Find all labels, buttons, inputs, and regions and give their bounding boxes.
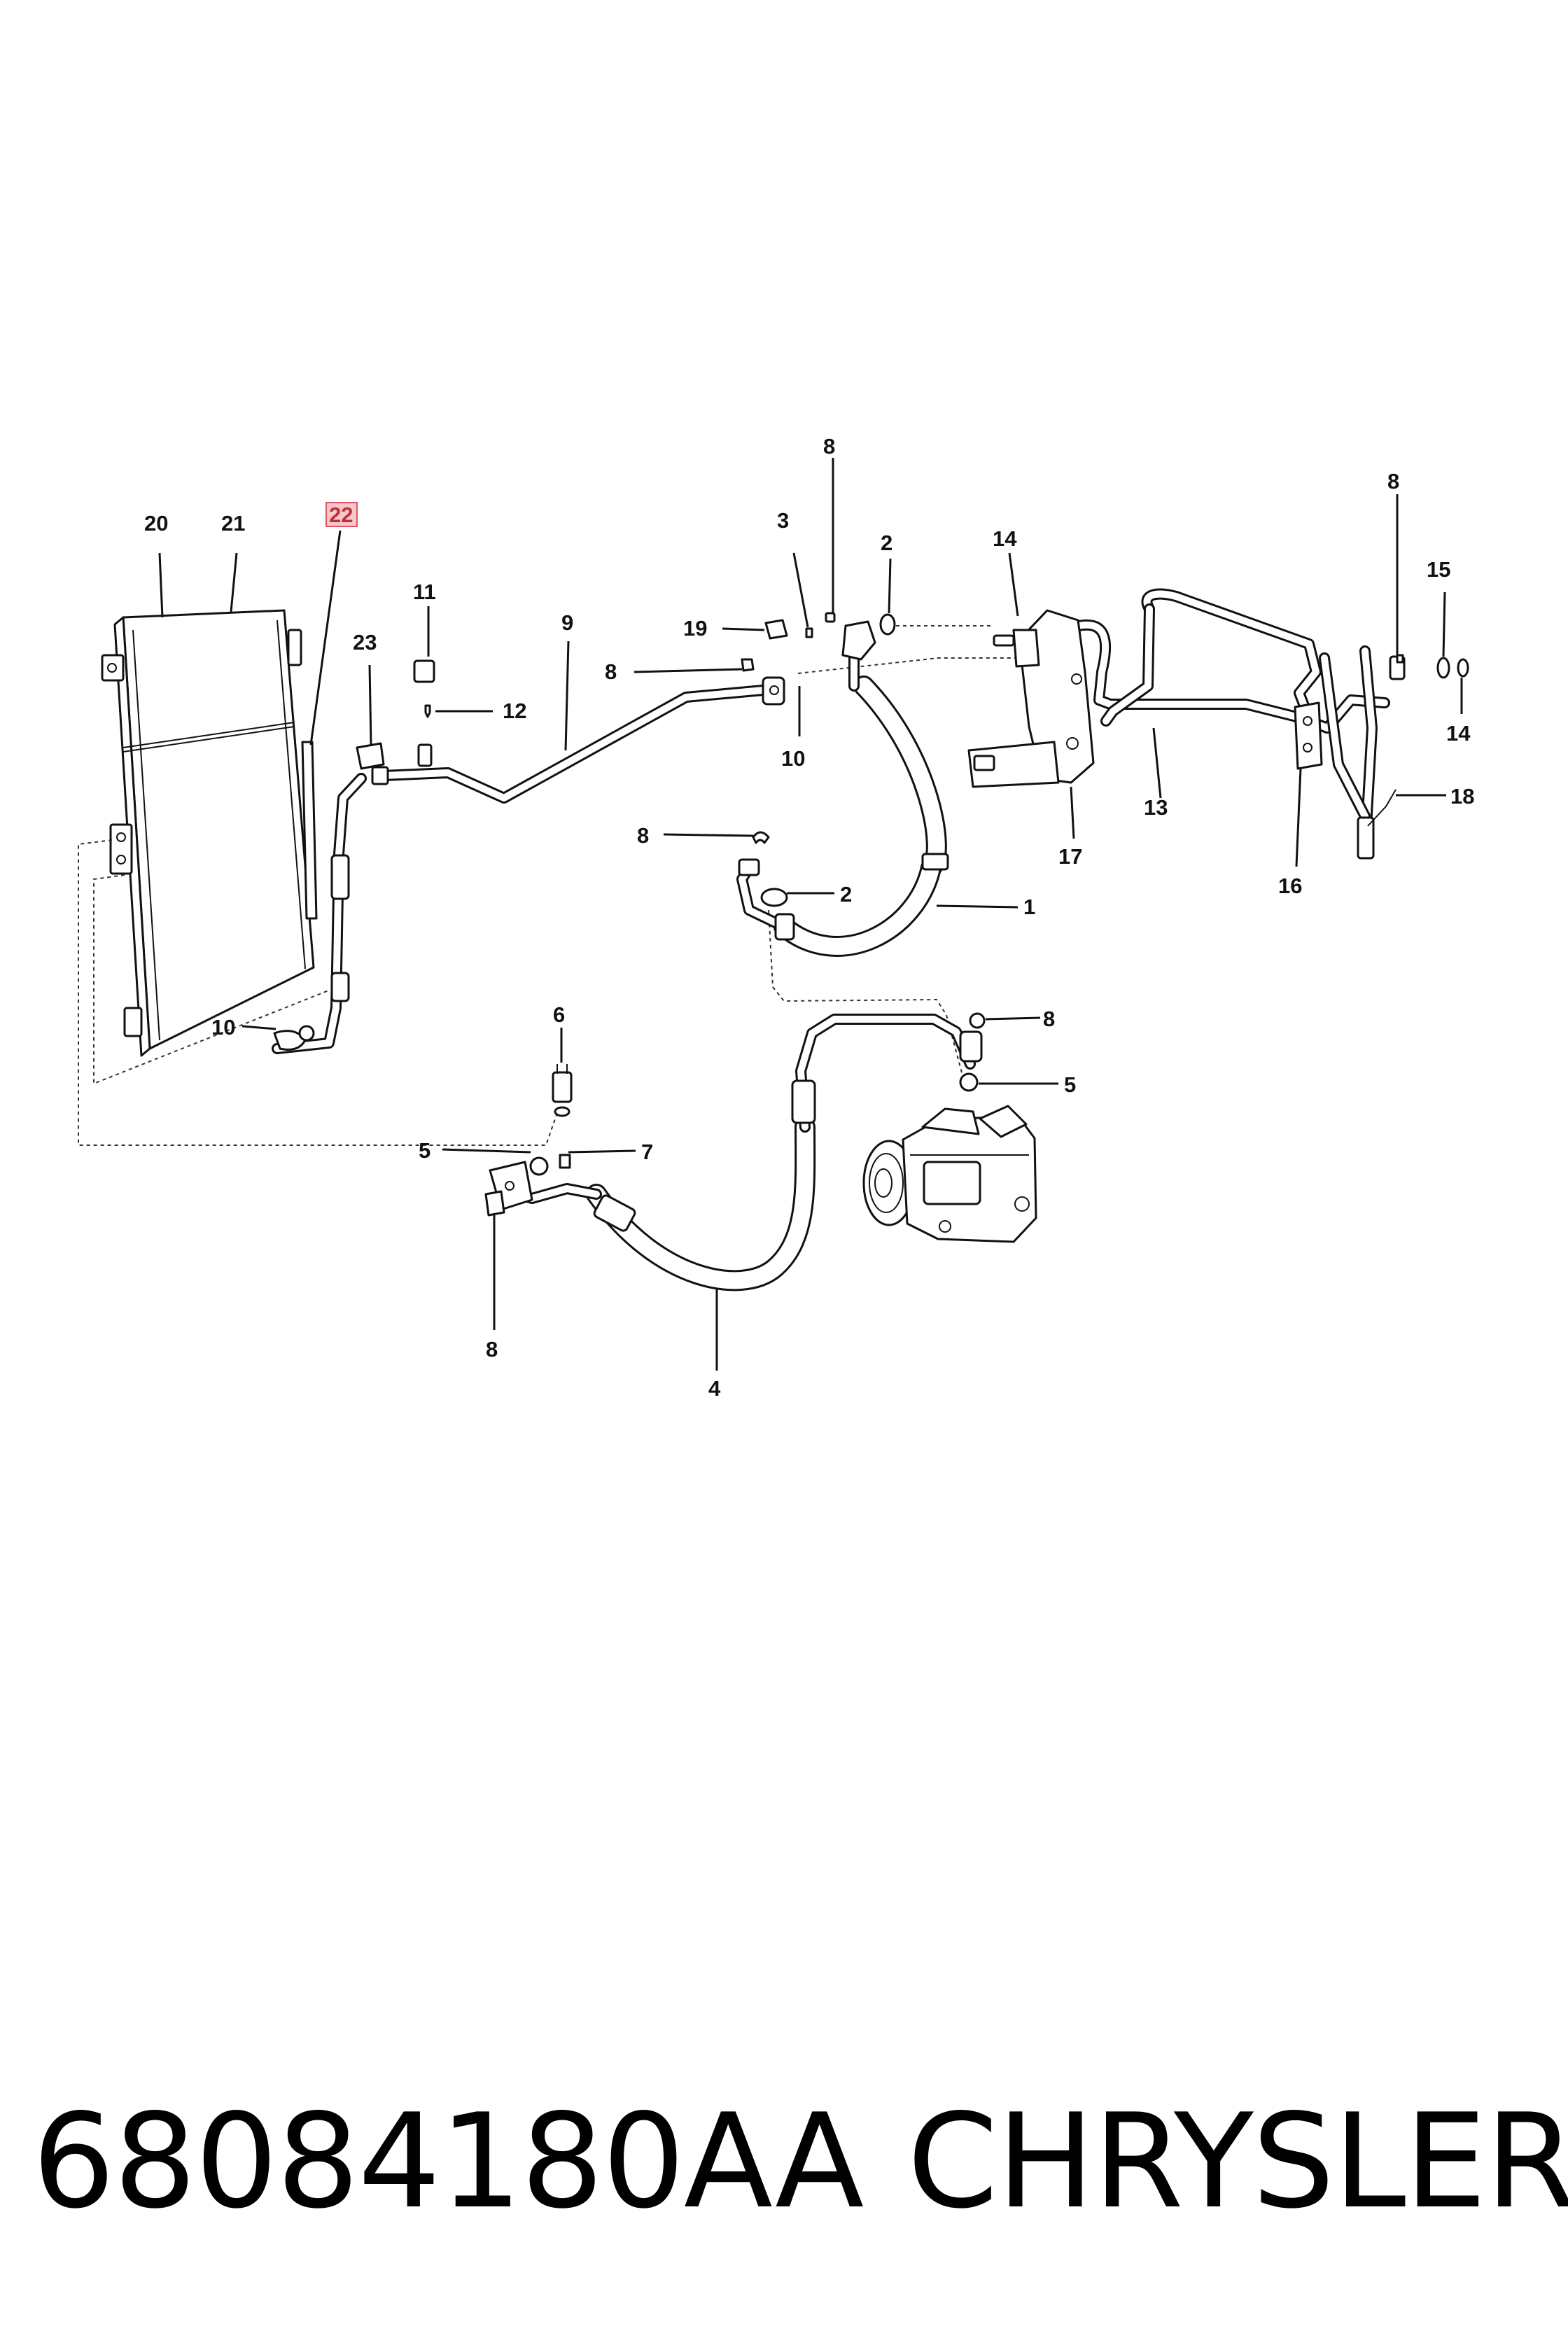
nut-8-top [825, 612, 836, 623]
routing-path-left [78, 839, 558, 1146]
callout-23: 23 [353, 630, 377, 654]
clip-8-hose [752, 831, 770, 844]
callout-17: 17 [1058, 844, 1082, 869]
callout-8-mid: 8 [605, 659, 617, 684]
bracket-23 [356, 742, 385, 770]
o-ring-5-left [529, 1156, 549, 1176]
evaporator-lines-13 [1058, 588, 1469, 860]
callout-14-top: 14 [993, 526, 1017, 551]
callout-18: 18 [1450, 784, 1474, 808]
callout-8-right: 8 [1387, 469, 1399, 493]
cap-19 [764, 619, 788, 640]
callout-2-mid: 2 [840, 882, 852, 906]
push-pin-12 [424, 704, 431, 718]
routing-path-center [768, 909, 964, 1079]
callout-8-top: 8 [823, 434, 835, 458]
leader-lines [158, 458, 1463, 1371]
callout-5-comp: 5 [1064, 1072, 1076, 1097]
o-ring-5-comp [959, 1072, 979, 1092]
callout-6: 6 [553, 1002, 565, 1027]
callout-10-mid: 10 [781, 746, 805, 771]
routing-path-left-inner [93, 874, 331, 1085]
suction-hose-1 [736, 620, 949, 957]
callout-11: 11 [413, 580, 436, 604]
callout-9: 9 [561, 610, 573, 635]
part-number: 68084180AA [32, 2085, 864, 2237]
callout-19: 19 [683, 616, 707, 640]
callout-7: 7 [641, 1140, 653, 1164]
valve-core-3 [805, 627, 813, 638]
callout-22-highlight [326, 502, 358, 527]
nut-8-low [484, 1190, 505, 1217]
callout-13: 13 [1144, 795, 1168, 820]
callout-4: 4 [708, 1376, 721, 1401]
liquid-line-9 [272, 676, 785, 1054]
callout-15: 15 [1427, 557, 1450, 582]
condenser [101, 609, 318, 1057]
brand-name: CHRYSLER [907, 2085, 1568, 2237]
callout-14-right: 14 [1446, 721, 1471, 746]
callout-8-hose: 8 [637, 823, 649, 848]
nut-8-comp [969, 1012, 986, 1029]
nut-8-mid [741, 658, 755, 672]
callout-16: 16 [1278, 874, 1302, 898]
discharge-hose-4 [489, 1014, 983, 1292]
routing-path-top-2 [797, 657, 1025, 674]
callout-8-low: 8 [486, 1337, 498, 1362]
o-ring-2-top [879, 613, 896, 636]
callout-10-low: 10 [211, 1015, 235, 1040]
clip-11-lower [417, 743, 433, 767]
o-ring-2-mid [760, 888, 788, 907]
callout-12: 12 [503, 699, 526, 723]
pressure-switch-6 [552, 1064, 573, 1117]
callout-3: 3 [777, 508, 789, 533]
callout-8-comp: 8 [1043, 1007, 1055, 1031]
callout-21: 21 [221, 511, 245, 536]
fitting-7 [559, 1154, 571, 1169]
ac-compressor [862, 1105, 1037, 1243]
clip-11 [413, 659, 435, 683]
callout-20: 20 [144, 511, 168, 536]
callout-1: 1 [1023, 895, 1035, 919]
callout-5-left: 5 [419, 1138, 430, 1163]
callout-22: 22 [329, 503, 353, 527]
callout-2-top: 2 [881, 531, 892, 555]
expansion-valve-bracket-17 [967, 609, 1095, 788]
